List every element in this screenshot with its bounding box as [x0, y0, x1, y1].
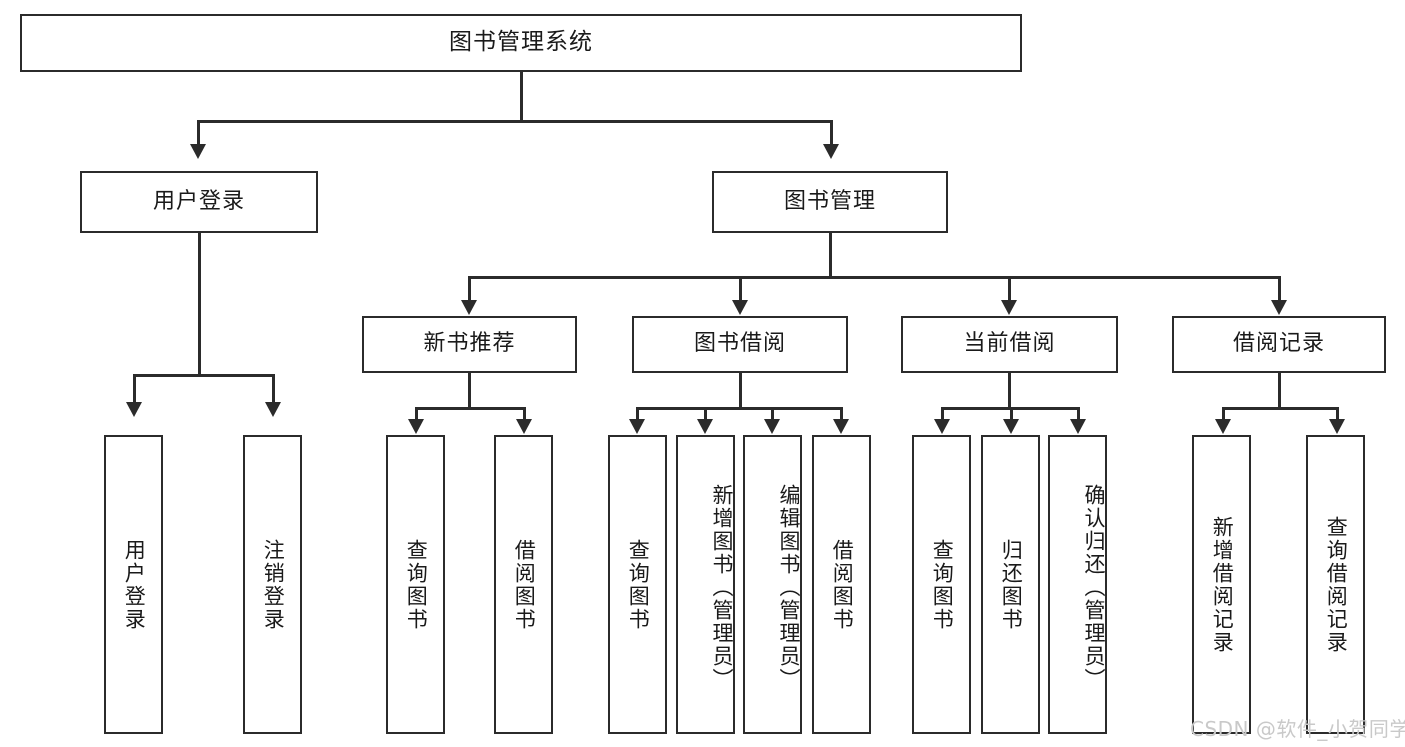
- leaf-book-borrow-borrow-book[interactable]: 借阅图书: [812, 435, 871, 734]
- connector-book-mgmt-to-borrow: [739, 276, 742, 302]
- connector-root-stem: [520, 72, 523, 122]
- arrow-current-borrow-leaf-1-icon: [934, 419, 950, 434]
- connector-book-mgmt-stem: [829, 233, 832, 278]
- leaf-book-borrow-edit-book-admin[interactable]: 编辑图书（管理员）: [743, 435, 802, 734]
- connector-book-borrow-to-leaf-2: [704, 407, 707, 421]
- arrow-book-mgmt-record-icon: [1271, 300, 1287, 315]
- connector-user-login-to-leaf-1: [133, 374, 136, 404]
- connector-current-borrow-to-leaf-1: [941, 407, 944, 421]
- connector-user-login-to-leaf-2: [272, 374, 275, 404]
- connector-user-login-stem: [198, 233, 201, 376]
- arrow-book-mgmt-borrow-icon: [732, 300, 748, 315]
- node-user-login[interactable]: 用户登录: [80, 171, 318, 233]
- connector-new-book-to-leaf-2: [523, 407, 526, 421]
- connector-user-login-bus: [133, 374, 275, 377]
- connector-root-bus: [197, 120, 833, 123]
- arrow-root-to-user-login-icon: [190, 144, 206, 159]
- connector-borrow-record-to-leaf-2: [1336, 407, 1339, 421]
- node-borrow-record[interactable]: 借阅记录: [1172, 316, 1386, 373]
- leaf-current-borrow-confirm-return-admin[interactable]: 确认归还（管理员）: [1048, 435, 1107, 734]
- arrow-book-mgmt-current-icon: [1001, 300, 1017, 315]
- leaf-current-borrow-return-book[interactable]: 归还图书: [981, 435, 1040, 734]
- arrow-book-borrow-leaf-3-icon: [764, 419, 780, 434]
- connector-book-mgmt-to-record: [1278, 276, 1281, 302]
- arrow-current-borrow-leaf-3-icon: [1070, 419, 1086, 434]
- leaf-current-borrow-query-book[interactable]: 查询图书: [912, 435, 971, 734]
- arrow-user-login-leaf-1-icon: [126, 402, 142, 417]
- arrow-book-mgmt-new-book-icon: [461, 300, 477, 315]
- connector-book-mgmt-to-new-book: [468, 276, 471, 302]
- connector-book-borrow-to-leaf-1: [636, 407, 639, 421]
- arrow-book-borrow-leaf-1-icon: [629, 419, 645, 434]
- arrow-book-borrow-leaf-4-icon: [833, 419, 849, 434]
- connector-current-borrow-to-leaf-2: [1010, 407, 1013, 421]
- csdn-watermark: CSDN @软件_小贺同学: [1190, 717, 1405, 741]
- arrow-user-login-leaf-2-icon: [265, 402, 281, 417]
- leaf-user-login-logout[interactable]: 注销登录: [243, 435, 302, 734]
- arrow-borrow-record-leaf-1-icon: [1215, 419, 1231, 434]
- connector-book-borrow-to-leaf-3: [771, 407, 774, 421]
- node-book-borrow[interactable]: 图书借阅: [632, 316, 848, 373]
- connector-new-book-bus: [415, 407, 525, 410]
- connector-book-mgmt-bus: [468, 276, 1280, 279]
- connector-book-borrow-bus: [636, 407, 842, 410]
- connector-current-borrow-stem: [1008, 373, 1011, 409]
- leaf-new-book-borrow-book[interactable]: 借阅图书: [494, 435, 553, 734]
- connector-new-book-stem: [468, 373, 471, 409]
- connector-new-book-to-leaf-1: [415, 407, 418, 421]
- arrow-new-book-leaf-2-icon: [516, 419, 532, 434]
- connector-borrow-record-bus: [1222, 407, 1338, 410]
- leaf-new-book-query-book[interactable]: 查询图书: [386, 435, 445, 734]
- node-book-management[interactable]: 图书管理: [712, 171, 948, 233]
- arrow-new-book-leaf-1-icon: [408, 419, 424, 434]
- leaf-user-login-login[interactable]: 用户登录: [104, 435, 163, 734]
- leaf-borrow-record-add-record[interactable]: 新增借阅记录: [1192, 435, 1251, 734]
- connector-root-to-book-mgmt: [830, 120, 833, 146]
- connector-book-borrow-to-leaf-4: [840, 407, 843, 421]
- connector-current-borrow-to-leaf-3: [1077, 407, 1080, 421]
- arrow-borrow-record-leaf-2-icon: [1329, 419, 1345, 434]
- arrow-root-to-book-mgmt-icon: [823, 144, 839, 159]
- leaf-borrow-record-query-record[interactable]: 查询借阅记录: [1306, 435, 1365, 734]
- node-new-book-recommend[interactable]: 新书推荐: [362, 316, 577, 373]
- arrow-book-borrow-leaf-2-icon: [697, 419, 713, 434]
- connector-book-mgmt-to-current: [1008, 276, 1011, 302]
- connector-book-borrow-stem: [739, 373, 742, 409]
- leaf-book-borrow-query-book[interactable]: 查询图书: [608, 435, 667, 734]
- connector-root-to-user-login: [197, 120, 200, 146]
- leaf-book-borrow-add-book-admin[interactable]: 新增图书（管理员）: [676, 435, 735, 734]
- node-root-system[interactable]: 图书管理系统: [20, 14, 1022, 72]
- connector-borrow-record-to-leaf-1: [1222, 407, 1225, 421]
- arrow-current-borrow-leaf-2-icon: [1003, 419, 1019, 434]
- node-current-borrow[interactable]: 当前借阅: [901, 316, 1118, 373]
- connector-borrow-record-stem: [1278, 373, 1281, 409]
